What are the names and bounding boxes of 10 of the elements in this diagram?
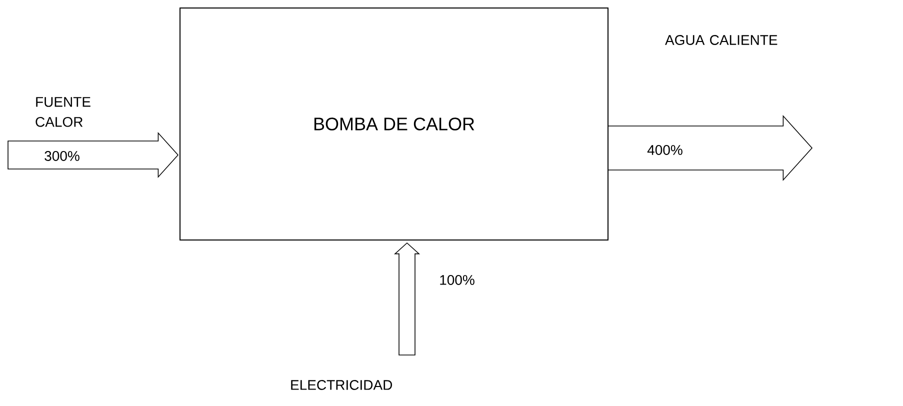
hollow-arrow [8, 132, 179, 178]
text-label: ELECTRICIDAD [291, 380, 392, 390]
hollow-arrow [394, 242, 420, 356]
text-label: AGUA CALIENTE [665, 35, 778, 45]
text-label: FUENTE CALOR [36, 97, 90, 127]
edge-label: 400% [646, 144, 684, 156]
edge-label: 100% [438, 274, 476, 286]
process-box: BOMBA DE CALOR [180, 8, 608, 240]
hollow-arrow [608, 114, 813, 182]
edge-label: 300% [43, 150, 81, 162]
